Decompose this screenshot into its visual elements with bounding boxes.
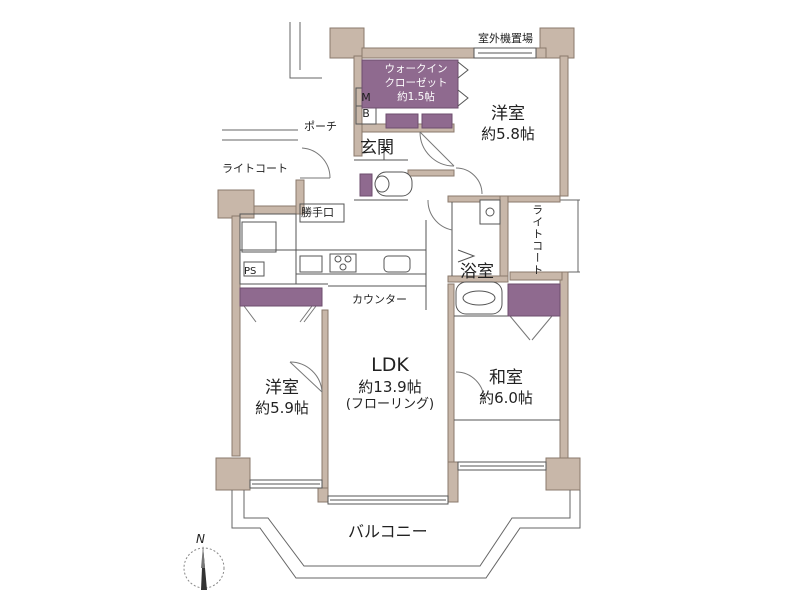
room-area: 約6.0帖 (479, 389, 533, 408)
door-swings (243, 131, 553, 401)
kitchen-sink-left (299, 255, 323, 273)
windows (249, 47, 547, 505)
room-note: (フローリング) (345, 396, 435, 412)
walk-in-closet (361, 59, 459, 109)
room-name: LDK (371, 354, 409, 376)
meter-box-m: M (361, 91, 371, 104)
room-area: 約13.9帖 (358, 377, 422, 396)
western-room-north: 洋室 約5.8帖 (470, 104, 546, 144)
walls (215, 27, 581, 503)
balcony-label: バルコニー (348, 522, 428, 541)
light-court-west-label: ライトコート (222, 162, 288, 175)
light-court-east-label: ライトコート (530, 204, 544, 276)
ldk-room: LDK 約13.9帖 (フローリング) (338, 354, 442, 413)
outdoor-unit-label: 室外機置場 (478, 32, 533, 45)
stove (329, 253, 357, 273)
room-name: 洋室 (491, 104, 525, 124)
shoe-storage-2 (421, 113, 453, 129)
washer-space (241, 221, 277, 253)
entrance-storage (359, 173, 373, 197)
walk-in-closet-line-2: クローゼット (384, 77, 448, 90)
walk-in-closet-line-1: ウォークイン (384, 63, 448, 75)
service-entrance-frame (299, 203, 345, 223)
storage-areas (239, 59, 561, 317)
pillar-nw (329, 27, 365, 59)
pillar-sw (215, 457, 251, 491)
porch-label: ポーチ (304, 120, 337, 133)
compass (183, 546, 225, 590)
pillar-w (217, 189, 255, 219)
service-entrance-label: 勝手口 (301, 206, 334, 219)
meter-box-label: M B (356, 90, 376, 122)
walk-in-closet-area: 約1.5帖 (397, 91, 435, 104)
room-area: 約5.8帖 (481, 125, 535, 144)
bath-label: 浴室 (460, 262, 494, 282)
room-name: 洋室 (265, 378, 299, 398)
japanese-room: 和室 約6.0帖 (468, 368, 544, 408)
compass-north-label: N (196, 532, 205, 546)
compass-ring (183, 547, 225, 589)
western-room-west: 洋室 約5.9帖 (244, 378, 320, 418)
shoe-storage-1 (385, 113, 419, 129)
pillar-se (545, 457, 581, 491)
balcony-outline (231, 490, 581, 579)
kitchen-sink (383, 255, 411, 273)
walk-in-closet-label: ウォークイン クローゼット 約1.5帖 (376, 62, 456, 105)
room-area: 約5.9帖 (255, 399, 309, 418)
entrance-label: 玄関 (360, 138, 394, 158)
closet-west-room (239, 287, 323, 307)
ps-label: PS (244, 266, 257, 277)
meter-box-b: B (362, 107, 370, 120)
ps-shaft (243, 261, 265, 277)
wic-doors (457, 61, 469, 107)
room-name: 和室 (489, 368, 523, 388)
fixtures (299, 171, 503, 315)
counter-label: カウンター (352, 293, 407, 306)
oshiire (507, 283, 561, 317)
